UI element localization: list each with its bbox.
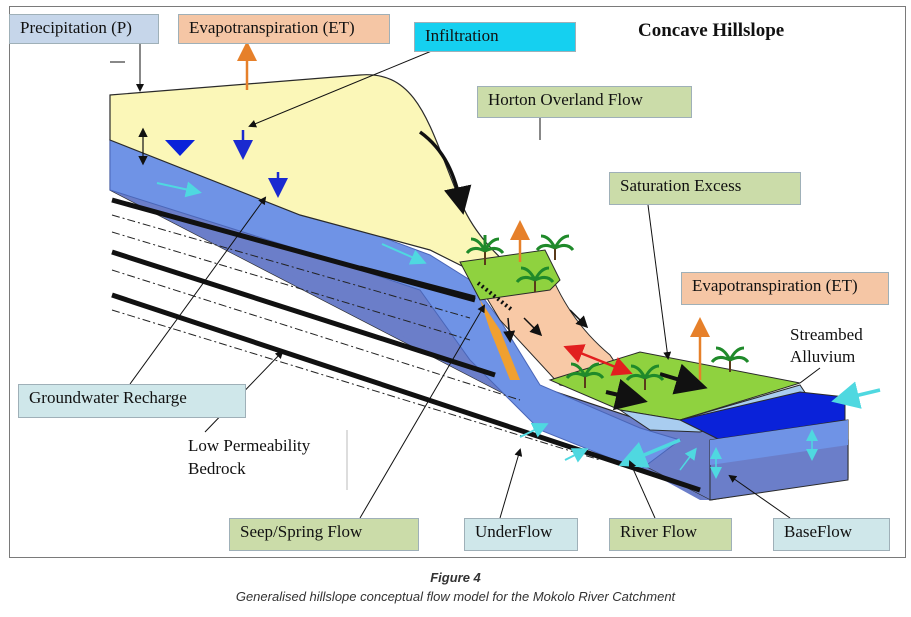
groundwater-recharge-label: Groundwater Recharge [18,384,246,418]
saturation-flow-arrow [659,363,708,395]
evapotranspiration-label-right: Evapotranspiration (ET) [681,272,889,305]
underflow-arrow [564,448,589,463]
bedrock-dash-line [111,214,471,319]
baseflow-label: BaseFlow [773,518,890,551]
underflow-arrow [519,422,549,438]
surface-flow-arrow [503,317,516,343]
figure-label: Figure 4 [430,570,481,585]
river-inflow-arrow [831,381,881,409]
tree-icon [565,362,605,388]
tree-icon [465,235,505,265]
surface-flow-arrow [523,317,543,337]
bedrock-dash-line [111,231,471,341]
streambed-alluvium-label: Streambed Alluvium [790,325,863,366]
bedrock-layer-line [111,249,496,378]
saturation-excess-label: Saturation Excess [609,172,801,205]
tree-icon [625,364,665,390]
tree-icon [710,346,750,372]
leader-river [628,460,656,519]
leader-groundwater [129,196,267,385]
horton-flow-arrow [418,130,472,215]
leader-infiltration [248,49,435,128]
baseflow-arrow [679,447,697,471]
horton-overland-flow-label: Horton Overland Flow [477,86,692,118]
river-inflow-arrow [618,438,681,468]
gw-flow-arrow [156,181,202,198]
precipitation-label: Precipitation (P) [9,14,159,44]
surface-flow-arrow [569,309,589,329]
water-table-icon [165,140,195,156]
tree-icon [535,234,575,260]
saturation-flow-arrow [605,378,648,411]
seep-spring-flow-label: Seep/Spring Flow [229,518,419,551]
bedrock-dash-line [111,309,601,461]
leader-seep [359,304,486,519]
tree-icon [515,266,555,292]
leader-baseflow [728,474,791,519]
figure-caption: Generalised hillslope conceptual flow mo… [235,589,676,604]
diagram-title: Concave Hillslope [638,20,785,41]
bedrock-layer-line [111,292,701,493]
seep-dotted-line [476,281,514,312]
infiltration-label: Infiltration [414,22,576,52]
leader-underflow [499,448,523,519]
evapotranspiration-label-top: Evapotranspiration (ET) [178,14,390,44]
leader-streambed [799,367,821,384]
exchange-arrow [563,344,633,376]
river-flow-label: River Flow [609,518,732,551]
low-permeability-bedrock-label: Low Permeability Bedrock [188,436,311,478]
bedrock-layer-line [359,265,476,301]
bedrock-dash-line [111,269,521,401]
gw-flow-arrow [381,243,427,265]
underflow-label: UnderFlow [464,518,578,551]
seep-zone [480,300,520,380]
leader-saturation [647,204,672,360]
